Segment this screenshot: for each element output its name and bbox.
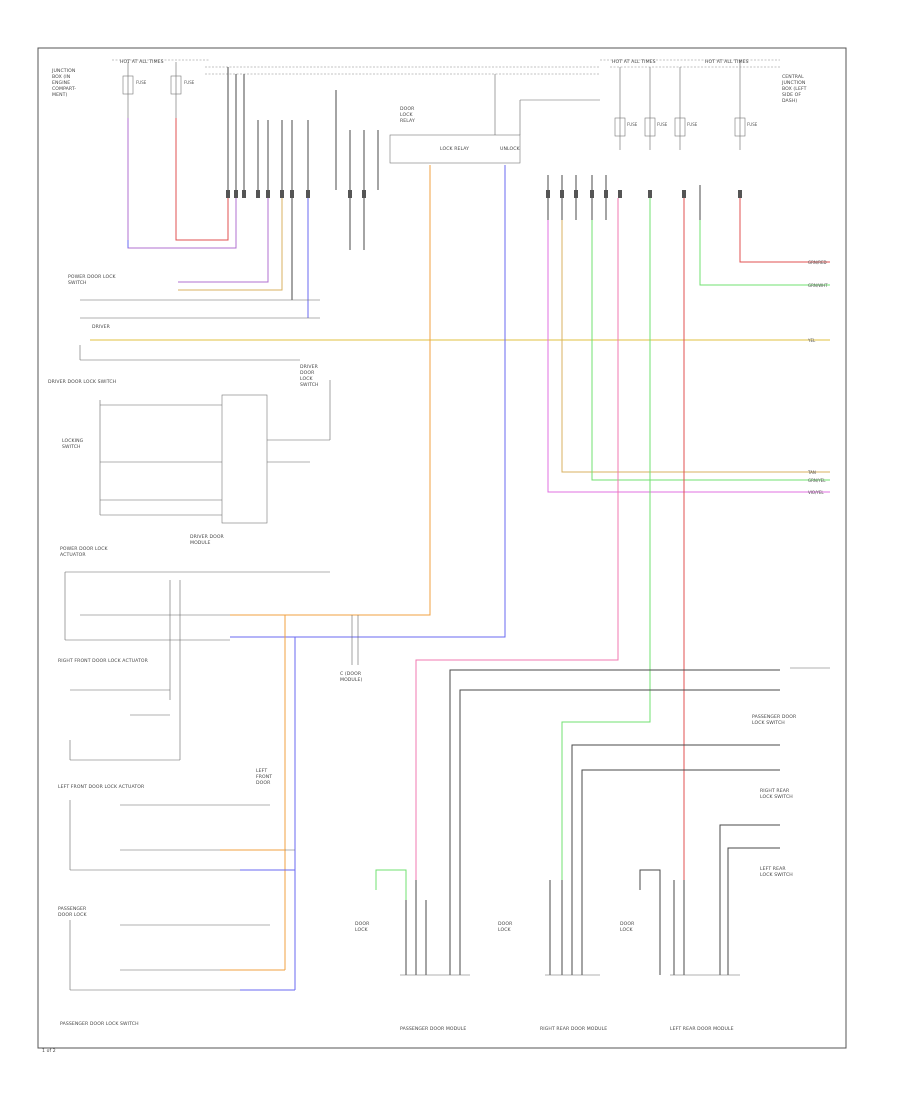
svg-text:GRN/WHT: GRN/WHT [808,283,828,288]
svg-text:BOX (LEFT: BOX (LEFT [782,86,807,92]
svg-text:DOOR: DOOR [256,780,271,786]
svg-text:LEFT REAR DOOR MODULE: LEFT REAR DOOR MODULE [670,1026,734,1032]
svg-text:RIGHT REAR DOOR MODULE: RIGHT REAR DOOR MODULE [540,1026,607,1032]
svg-text:DOOR: DOOR [400,106,415,112]
svg-text:GRN/RED: GRN/RED [808,260,827,265]
rear-module-rails: PASSENGER DOOR LOCK SWITCH RIGHT REAR LO… [449,667,830,880]
svg-text:FRONT: FRONT [256,774,272,780]
svg-text:FUSE: FUSE [747,122,758,127]
svg-text:SWITCH: SWITCH [68,280,87,286]
svg-text:HOT AT ALL TIMES: HOT AT ALL TIMES [705,59,749,65]
svg-text:CENTRAL: CENTRAL [782,74,804,80]
svg-text:PASSENGER DOOR: PASSENGER DOOR [752,714,797,720]
svg-text:LOCK: LOCK [355,927,369,933]
svg-text:DOOR LOCK: DOOR LOCK [58,912,87,918]
svg-text:GRN/YEL: GRN/YEL [808,478,826,483]
svg-text:RELAY: RELAY [400,118,415,124]
svg-text:LOCK RELAY: LOCK RELAY [440,146,469,152]
driver-door-lock-actuator: DRIVER DOOR LOCK SWITCH LOCKING SWITCH D… [48,379,331,546]
connector-pins [226,190,742,198]
left-front-lock-actuator: LEFT FRONT DOOR LOCK ACTUATOR LEFT FRONT… [58,768,295,871]
svg-text:FUSE: FUSE [687,122,698,127]
right-front-lock-actuator: RIGHT FRONT DOOR LOCK ACTUATOR [58,658,180,761]
top-fuse-rails: HOT AT ALL TIMES HOT AT ALL TIMES HOT AT… [112,59,780,75]
svg-text:FUSE: FUSE [657,122,668,127]
svg-text:RIGHT FRONT DOOR LOCK ACTUATOR: RIGHT FRONT DOOR LOCK ACTUATOR [58,658,149,664]
svg-text:PASSENGER DOOR LOCK SWITCH: PASSENGER DOOR LOCK SWITCH [60,1021,139,1027]
svg-text:RIGHT REAR: RIGHT REAR [760,788,790,794]
svg-text:FUSE: FUSE [627,122,638,127]
svg-text:FUSE: FUSE [136,80,147,85]
svg-text:YEL: YEL [807,338,816,343]
svg-text:DASH): DASH) [782,98,797,104]
svg-text:MENT): MENT) [52,92,68,98]
svg-text:SWITCH: SWITCH [62,444,81,450]
svg-text:JUNCTION: JUNCTION [781,80,805,86]
svg-text:DRIVER DOOR: DRIVER DOOR [190,534,225,540]
svg-text:VIO/YEL: VIO/YEL [808,490,824,495]
fuse-block-right: CENTRAL JUNCTION BOX (LEFT SIDE OF DASH)… [614,60,807,150]
fuse-block-left: JUNCTION BOX (IN ENGINE COMPART- MENT) F… [51,62,195,118]
svg-text:JUNCTION: JUNCTION [51,68,75,74]
svg-text:LOCKING: LOCKING [62,438,84,444]
svg-text:LOCK SWITCH: LOCK SWITCH [760,794,793,800]
svg-text:LOCK SWITCH: LOCK SWITCH [760,872,793,878]
svg-text:BOX (IN: BOX (IN [52,74,70,80]
svg-text:COMPART-: COMPART- [52,86,76,92]
svg-text:MODULE): MODULE) [340,677,363,683]
wires-top-left [127,118,365,318]
svg-text:DOOR: DOOR [355,921,370,927]
svg-text:TAN: TAN [807,470,816,475]
page-number: 1 of 2 [42,1048,56,1054]
svg-text:UNLOCK: UNLOCK [500,146,521,152]
svg-text:DRIVER: DRIVER [92,324,111,330]
svg-text:PASSENGER: PASSENGER [58,906,87,912]
lock-relay-box: DOOR LOCK RELAY LOCK RELAY UNLOCK [389,74,600,164]
svg-text:LEFT FRONT DOOR LOCK ACTUATOR: LEFT FRONT DOOR LOCK ACTUATOR [58,784,145,790]
svg-text:DOOR: DOOR [498,921,513,927]
svg-text:SWITCH: SWITCH [300,382,319,388]
svg-text:LOCK: LOCK [620,927,634,933]
passenger-lock-switch: PASSENGER DOOR LOCK PASSENGER DOOR LOCK … [58,906,295,1027]
svg-text:POWER DOOR LOCK: POWER DOOR LOCK [60,546,109,552]
wires-vertical-long [230,165,685,990]
svg-text:SIDE OF: SIDE OF [782,92,801,98]
svg-text:POWER DOOR LOCK: POWER DOOR LOCK [68,274,117,280]
svg-text:HOT AT ALL TIMES: HOT AT ALL TIMES [612,59,656,65]
svg-text:HOT AT ALL TIMES: HOT AT ALL TIMES [120,59,164,65]
front-door-lock-area: POWER DOOR LOCK ACTUATOR C (DOOR MODULE) [60,546,363,760]
svg-text:LOCK: LOCK [300,376,314,382]
diagram-frame [37,47,847,1049]
svg-text:LOCK SWITCH: LOCK SWITCH [752,720,785,726]
svg-text:MODULE: MODULE [190,540,211,546]
svg-text:DOOR: DOOR [620,921,635,927]
svg-text:DRIVER: DRIVER [300,364,319,370]
svg-text:C (DOOR: C (DOOR [340,671,362,677]
svg-text:ENGINE: ENGINE [52,80,70,86]
svg-text:LEFT: LEFT [256,768,267,774]
svg-text:FUSE: FUSE [184,80,195,85]
top-vertical-conductors [227,67,701,220]
wires-right-horizontal: GRN/RED GRN/WHT YEL TAN GRN/YEL VIO/YEL [90,198,830,495]
svg-text:ACTUATOR: ACTUATOR [60,552,86,558]
svg-text:LOCK: LOCK [400,112,414,118]
svg-text:DOOR: DOOR [300,370,315,376]
svg-text:PASSENGER DOOR MODULE: PASSENGER DOOR MODULE [400,1026,466,1032]
svg-text:LOCK: LOCK [498,927,512,933]
driver-lock-switch: POWER DOOR LOCK SWITCH DRIVER DRIVER DOO… [68,274,320,388]
bottom-modules: PASSENGER DOOR MODULE RIGHT REAR DOOR MO… [355,869,740,1032]
svg-text:LEFT REAR: LEFT REAR [760,866,786,872]
svg-text:DRIVER DOOR LOCK SWITCH: DRIVER DOOR LOCK SWITCH [48,379,116,385]
